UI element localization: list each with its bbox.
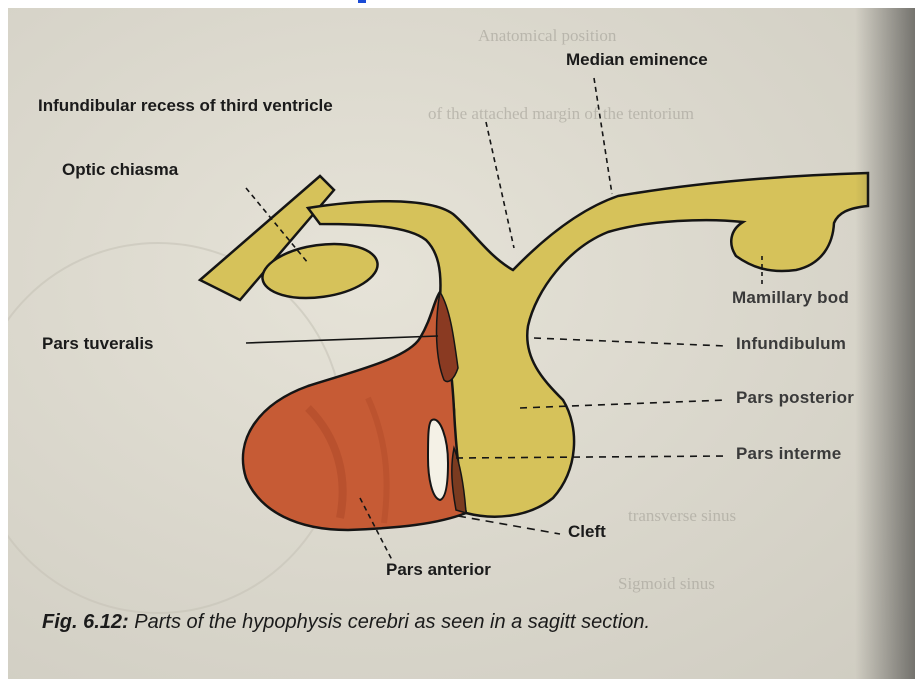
label-pars-tuveralis: Pars tuveralis: [42, 334, 154, 354]
leader-median-eminence: [594, 78, 612, 194]
figure-number: Fig. 6.12:: [42, 611, 129, 633]
page-edge-shadow: [855, 8, 915, 679]
label-pars-posterior: Pars posterior: [736, 388, 854, 408]
label-median-eminence: Median eminence: [566, 50, 708, 70]
label-infundibular-recess: Infundibular recess of third ventricle: [38, 96, 333, 116]
label-cleft: Cleft: [568, 522, 606, 542]
label-pars-intermedia: Pars interme: [736, 444, 841, 464]
scan-artifact: [358, 0, 366, 3]
leader-pars-tuveralis: [246, 336, 438, 343]
label-infundibulum: Infundibulum: [736, 334, 846, 354]
leader-infundibular-recess: [486, 122, 514, 248]
textbook-page-scan: Anatomical position of the attached marg…: [8, 8, 915, 679]
figure-caption: Fig. 6.12: Parts of the hypophysis cereb…: [42, 610, 912, 634]
caption-text: Parts of the hypophysis cerebri as seen …: [134, 611, 650, 633]
label-mamillary-body: Mamillary bod: [732, 288, 849, 308]
leader-cleft: [458, 516, 560, 534]
label-pars-anterior: Pars anterior: [386, 560, 491, 580]
label-optic-chiasma: Optic chiasma: [62, 160, 178, 180]
leader-infundibulum: [534, 338, 726, 346]
pars-anterior: [243, 292, 466, 530]
